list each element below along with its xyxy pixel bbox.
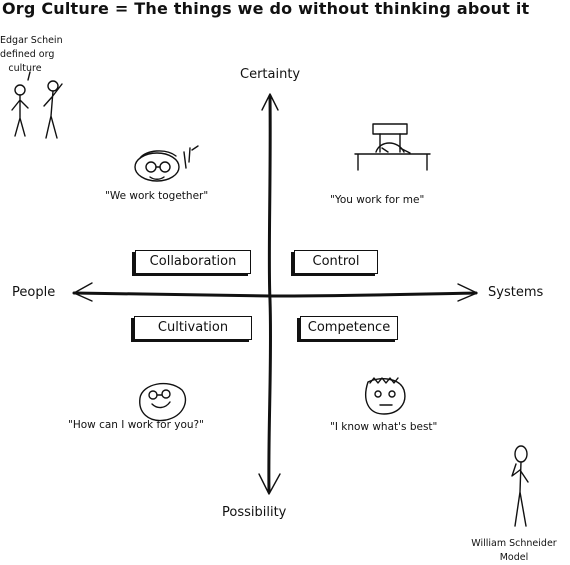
- control-desk-figure-icon: [354, 123, 431, 171]
- schneider-note-line: Model: [499, 552, 529, 563]
- quadrant-control-box: Control: [294, 250, 378, 274]
- edgar-schein-figures-icon: [11, 71, 63, 139]
- schneider-note-line: William Schneider: [471, 538, 557, 549]
- diagram-title: Org Culture = The things we do without t…: [2, 0, 530, 18]
- horizontal-axis: [72, 282, 478, 302]
- axis-label-right: Systems: [488, 285, 544, 300]
- quadrant-collaboration-box: Collaboration: [135, 250, 251, 274]
- axis-label-bottom: Possibility: [222, 505, 287, 520]
- competence-face-icon: [365, 377, 406, 415]
- quote-control: "You work for me": [330, 194, 425, 206]
- quadrant-competence-box: Competence: [300, 316, 398, 340]
- quadrant-cultivation-box: Cultivation: [134, 316, 252, 340]
- schneider-note: William Schneider Model: [462, 537, 566, 565]
- schein-note-line: culture: [8, 63, 42, 74]
- william-schneider-figure-icon: [511, 445, 529, 527]
- collaboration-face-icon: [134, 145, 199, 182]
- cultivation-face-icon: [139, 382, 187, 422]
- vertical-axis: [258, 93, 281, 495]
- quote-competence: "I know what's best": [330, 421, 438, 433]
- axis-label-left: People: [12, 285, 56, 300]
- schein-note-line: Edgar Schein: [0, 35, 63, 46]
- schein-note-line: defined org: [0, 49, 55, 60]
- axis-label-top: Certainty: [240, 67, 301, 82]
- quote-collaboration: "We work together": [105, 190, 209, 202]
- schein-note: Edgar Schein defined org culture: [0, 34, 63, 76]
- quote-cultivation: "How can I work for you?": [68, 419, 204, 431]
